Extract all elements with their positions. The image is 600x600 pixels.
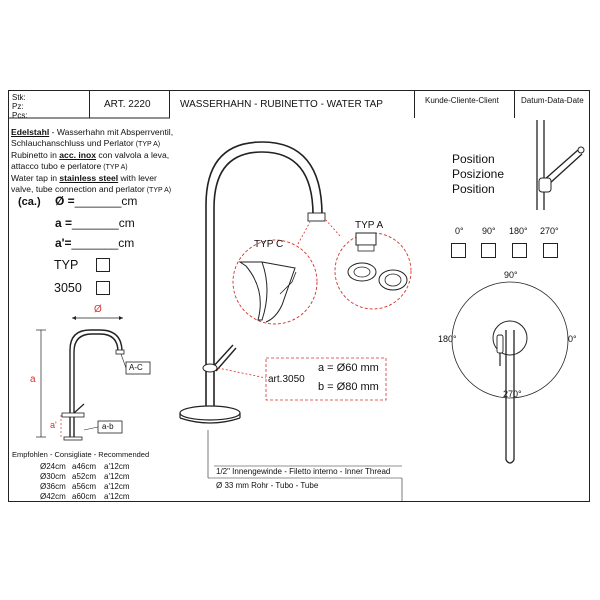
art3050-label: art.3050 [268,374,305,385]
recommended-row: Ø24cm a46cm a'12cm [40,462,130,472]
client-field[interactable]: Kunde-Cliente-Client [425,96,499,105]
phi-blank[interactable]: _______ [74,194,122,208]
option-180-label: 180° [509,226,528,236]
option-180-checkbox[interactable] [512,243,527,258]
rec-diameter: Ø42cm [40,492,66,501]
option-0-label: 0° [455,226,464,236]
desc-en-pre: Water tap in [11,173,60,184]
a-blank[interactable]: _______ [72,216,119,230]
position-title-en: Position [452,182,495,196]
desc-en-post: with lever [118,173,157,184]
a-unit: cm [118,216,135,230]
rec-a: a56cm [72,482,97,491]
a-field[interactable]: a =_______cm [55,216,135,230]
desc-de-typ: (TYP A) [133,140,161,148]
date-field[interactable]: Datum-Data-Date [521,96,584,105]
phi-dim-label: Ø [94,304,102,315]
ac-label: A-C [129,363,143,372]
rec-a: a46cm [72,462,97,471]
pz-label: Pz: [12,102,24,111]
typ-label: TYP [54,258,79,272]
desc-it-post: con valvola a leva, [96,150,170,161]
rec-diameter: Ø30cm [40,472,66,481]
rec-a-prime: a'12cm [104,472,130,481]
option-90-checkbox[interactable] [481,243,496,258]
a-dim-label: a [30,374,36,385]
rec-a-prime: a'12cm [104,462,130,471]
rec-a: a60cm [72,492,97,501]
pcs-label: Pcs: [12,111,28,120]
desc-de-2: Schlauchanschluss und Perlator [11,137,134,148]
material-en: stainless steel [59,173,119,184]
desc-en-typ: (TYP A) [144,186,172,194]
stk-label: Stk: [12,93,26,102]
position-title: Position Posizione Position [452,152,504,197]
a-prime-dim-label: a' [50,420,57,430]
header-cell-client [415,90,515,118]
material-it: acc. inox [59,150,97,161]
ab-label: a-b [102,422,114,431]
option-270-checkbox[interactable] [543,243,558,258]
rec-a-prime: a'12cm [104,482,130,491]
rec-diameter: Ø24cm [40,462,66,471]
a-prime-field[interactable]: a'=_______cm [55,236,134,250]
recommended-title: Empfohlen - Consigliate - Recommended [12,450,150,459]
a-prime-unit: cm [118,236,135,250]
phi-field[interactable]: Ø =_______cm [55,194,137,208]
recommended-row: Ø42cm a60cm a'12cm [40,492,130,502]
tube-note: Ø 33 mm Rohr - Tubo - Tube [216,481,319,490]
recommended-table: Ø24cm a46cm a'12cm Ø30cm a52cm a'12cm Ø36cm a… [40,462,130,502]
angle-0-label: 0° [568,334,577,344]
typ-a-label: TYP A [355,220,384,231]
option-0-checkbox[interactable] [451,243,466,258]
thread-note: 1/2" Innengewinde - Filetto interno - In… [216,467,391,476]
header-cell-article [90,90,170,118]
option-90-label: 90° [482,226,496,236]
typ-checkbox[interactable] [96,258,110,272]
header-cell-title [170,90,415,118]
typ-c-label: TYP C [254,239,284,250]
option-270-label: 270° [540,226,559,236]
a-prime-label: a'= [55,236,72,250]
a-label: a = [55,216,73,230]
angle-180-label: 180° [438,334,457,344]
a-dimension: a = Ø60 mm [318,362,379,374]
document-title: WASSERHAHN - RUBINETTO - WATER TAP [180,99,383,110]
rec-a-prime: a'12cm [104,492,130,501]
angle-270-label: 270° [503,389,522,399]
position-title-it: Posizione [452,167,505,181]
rec-diameter: Ø36cm [40,482,66,491]
phi-unit: cm [121,194,138,208]
ca-label: (ca.) [18,196,41,208]
material-de: Edelstahl [11,127,50,137]
recommended-row: Ø30cm a52cm a'12cm [40,472,130,482]
rec-a: a52cm [72,472,97,481]
desc-de-1: - Wasserhahn mit Absperrventil, [49,127,174,137]
a-prime-blank[interactable]: _______ [71,236,119,250]
angle-90-label: 90° [504,270,518,280]
n3050-checkbox[interactable] [96,281,110,295]
drawing-frame [8,90,590,502]
phi-label: Ø = [55,194,75,208]
desc-en-2: valve, tube connection and perlator [11,183,145,194]
desc-it-pre: Rubinetto in [11,150,60,161]
description-block: Edelstahl - Wasserhahn mit Absperrventil… [11,127,173,197]
desc-it-typ: (TYP A) [101,163,128,171]
article-number: ART. 2220 [104,99,151,110]
desc-it-2: attacco tubo e perlatore [11,160,102,171]
position-title-de: Position [452,152,495,166]
header-cell-quantity [8,90,90,118]
recommended-row: Ø36cm a56cm a'12cm [40,482,130,492]
b-dimension: b = Ø80 mm [318,381,379,393]
n3050-label: 3050 [54,281,82,295]
